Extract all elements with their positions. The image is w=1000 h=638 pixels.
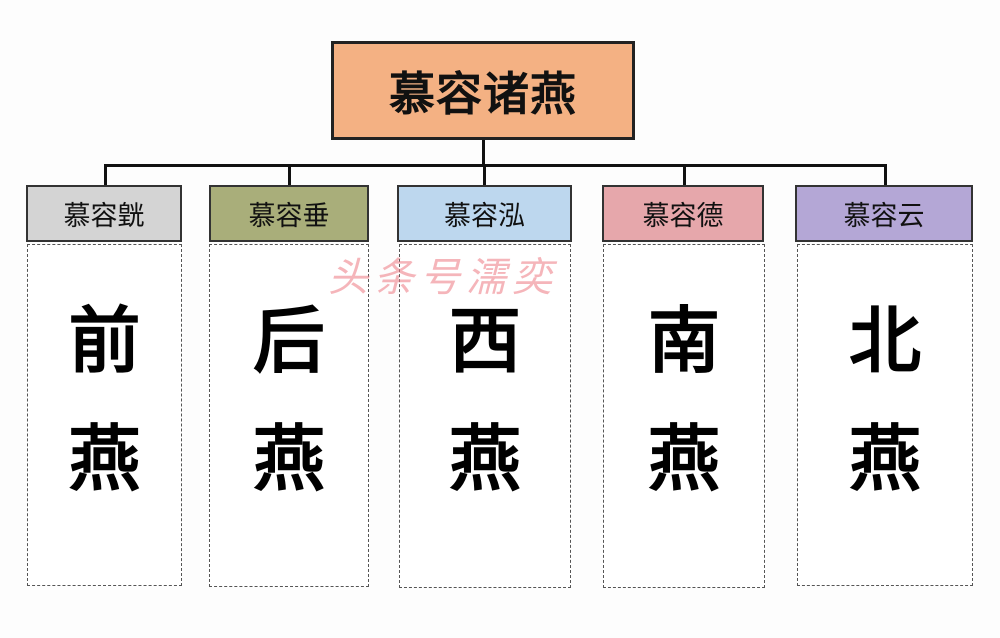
connector-drop (483, 164, 486, 186)
child-node-header: 慕容德 (602, 185, 764, 242)
state-name-char: 燕 (68, 416, 141, 501)
state-name-char: 燕 (252, 416, 325, 501)
state-name-char: 北 (848, 298, 921, 383)
connector-drop (104, 164, 107, 186)
child-node-header: 慕容云 (795, 185, 973, 242)
child-node-header: 慕容泓 (397, 185, 572, 242)
state-box: 后燕 (209, 244, 369, 587)
state-box: 南燕 (603, 244, 765, 588)
state-box: 北燕 (797, 244, 973, 586)
state-name-char: 前 (68, 298, 141, 383)
state-box: 西燕 (399, 244, 571, 588)
child-node-header: 慕容皝 (26, 185, 182, 242)
root-node: 慕容诸燕 (331, 41, 635, 140)
state-name-char: 燕 (448, 416, 521, 501)
connector-drop (683, 164, 686, 186)
connector-horizontal-bar (105, 164, 885, 167)
state-name-char: 南 (647, 298, 720, 383)
connector-drop (884, 164, 887, 186)
connector-root-stem (482, 140, 485, 166)
connector-drop (288, 164, 291, 186)
state-name-char: 西 (448, 298, 521, 383)
child-node-header: 慕容垂 (209, 185, 369, 242)
state-name-char: 后 (252, 298, 325, 383)
state-name-char: 燕 (848, 416, 921, 501)
state-box: 前燕 (27, 244, 182, 586)
state-name-char: 燕 (647, 416, 720, 501)
